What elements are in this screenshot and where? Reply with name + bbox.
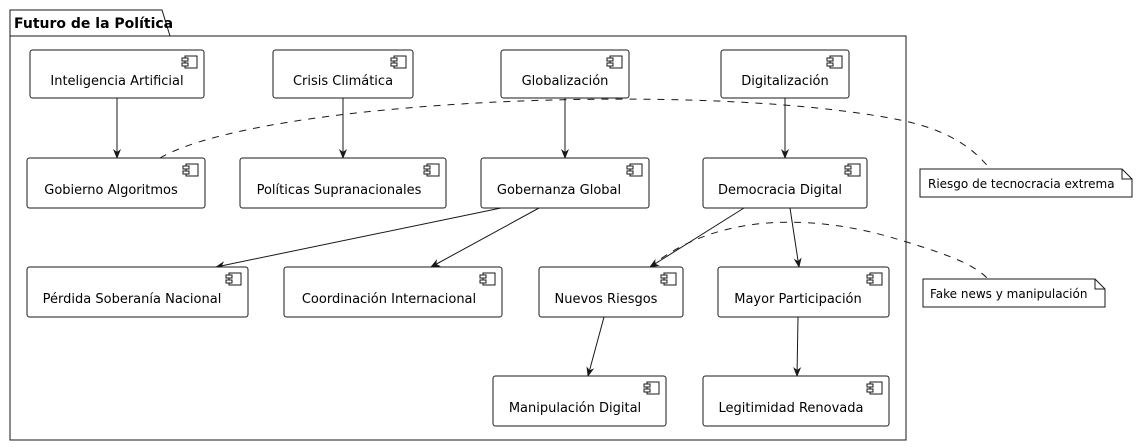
component-label: Democracia Digital	[718, 183, 842, 198]
components-layer: Inteligencia Artificial Crisis Climática…	[26, 49, 890, 427]
component-icon	[182, 163, 199, 177]
component-box	[29, 49, 205, 99]
component-icon	[826, 55, 843, 69]
component-label: Inteligencia Artificial	[50, 74, 183, 89]
notes-layer: Riesgo de tecnocracia extrema Fake news …	[919, 168, 1133, 308]
component-box	[720, 49, 850, 99]
component-label: Coordinación Internacional	[302, 292, 476, 307]
component-icon	[866, 381, 883, 395]
note-label: Riesgo de tecnocracia extrema	[928, 177, 1115, 191]
component-label: Pérdida Soberanía Nacional	[43, 292, 222, 307]
component-icon	[866, 272, 883, 286]
component-box	[702, 157, 868, 209]
component-label: Globalización	[522, 74, 609, 89]
component-icon	[643, 381, 660, 395]
package-title: Futuro de la Política	[14, 16, 173, 32]
component-nuevos-riesgos[interactable]: Nuevos Riesgos	[538, 266, 684, 318]
component-icon	[390, 55, 407, 69]
component-digitalizacion[interactable]: Digitalización	[720, 49, 850, 99]
relation-arrow-mayor-legit	[793, 316, 802, 377]
component-label: Nuevos Riesgos	[555, 292, 658, 307]
component-icon	[225, 272, 242, 286]
component-icon	[844, 163, 861, 177]
note-connector-tecnocracia	[159, 98, 991, 170]
component-box	[717, 266, 890, 318]
component-perdida-soberania-nacional[interactable]: Pérdida Soberanía Nacional	[26, 266, 249, 318]
component-box	[283, 266, 503, 318]
note-label: Fake news y manipulación	[930, 287, 1087, 301]
relations-layer	[113, 98, 802, 377]
component-box	[500, 49, 630, 99]
component-icon	[423, 163, 440, 177]
component-legitimidad-renovada[interactable]: Legitimidad Renovada	[702, 375, 890, 427]
package-frame: Futuro de la Política	[9, 9, 907, 441]
note-connector-fakenews	[649, 221, 989, 280]
component-box	[492, 375, 667, 427]
component-mayor-participacion[interactable]: Mayor Participación	[717, 266, 890, 318]
component-icon	[626, 163, 643, 177]
component-democracia-digital[interactable]: Democracia Digital	[702, 157, 868, 209]
note-tecnocracia[interactable]: Riesgo de tecnocracia extrema	[919, 168, 1133, 198]
component-label: Manipulación Digital	[509, 401, 641, 416]
relation-arrow-demdig-mayor	[789, 207, 802, 268]
component-label: Legitimidad Renovada	[719, 401, 864, 416]
component-label: Digitalización	[741, 74, 829, 89]
note-fake-news[interactable]: Fake news y manipulación	[922, 278, 1106, 308]
component-icon	[606, 55, 623, 69]
component-box	[538, 266, 684, 318]
component-label: Gobernanza Global	[497, 183, 621, 198]
component-box	[239, 157, 447, 209]
component-icon	[181, 55, 198, 69]
relation-arrow-gobglobal-perdida	[215, 207, 502, 270]
component-box	[480, 157, 650, 209]
component-label: Políticas Supranacionales	[257, 183, 422, 198]
component-crisis-climatica[interactable]: Crisis Climática	[272, 49, 414, 99]
component-inteligencia-artificial[interactable]: Inteligencia Artificial	[29, 49, 205, 99]
component-politicas-supranacionales[interactable]: Políticas Supranacionales	[239, 157, 447, 209]
component-globalizacion[interactable]: Globalización	[500, 49, 630, 99]
relation-arrow-riesgos-manip	[586, 316, 605, 377]
component-manipulacion-digital[interactable]: Manipulación Digital	[492, 375, 667, 427]
component-box	[702, 375, 890, 427]
component-icon	[660, 272, 677, 286]
component-coordinacion-internacional[interactable]: Coordinación Internacional	[283, 266, 503, 318]
component-icon	[479, 272, 496, 286]
component-box	[272, 49, 414, 99]
component-gobierno-algoritmos[interactable]: Gobierno Algoritmos	[26, 157, 206, 209]
component-box	[26, 266, 249, 318]
component-gobernanza-global[interactable]: Gobernanza Global	[480, 157, 650, 209]
component-box	[26, 157, 206, 209]
component-label: Gobierno Algoritmos	[44, 183, 178, 198]
relation-arrow-gobglobal-coord	[430, 207, 540, 268]
component-label: Crisis Climática	[293, 74, 393, 89]
note-links-layer	[159, 98, 991, 280]
component-label: Mayor Participación	[734, 292, 862, 307]
relation-arrow-demdig-riesgos	[649, 207, 745, 268]
